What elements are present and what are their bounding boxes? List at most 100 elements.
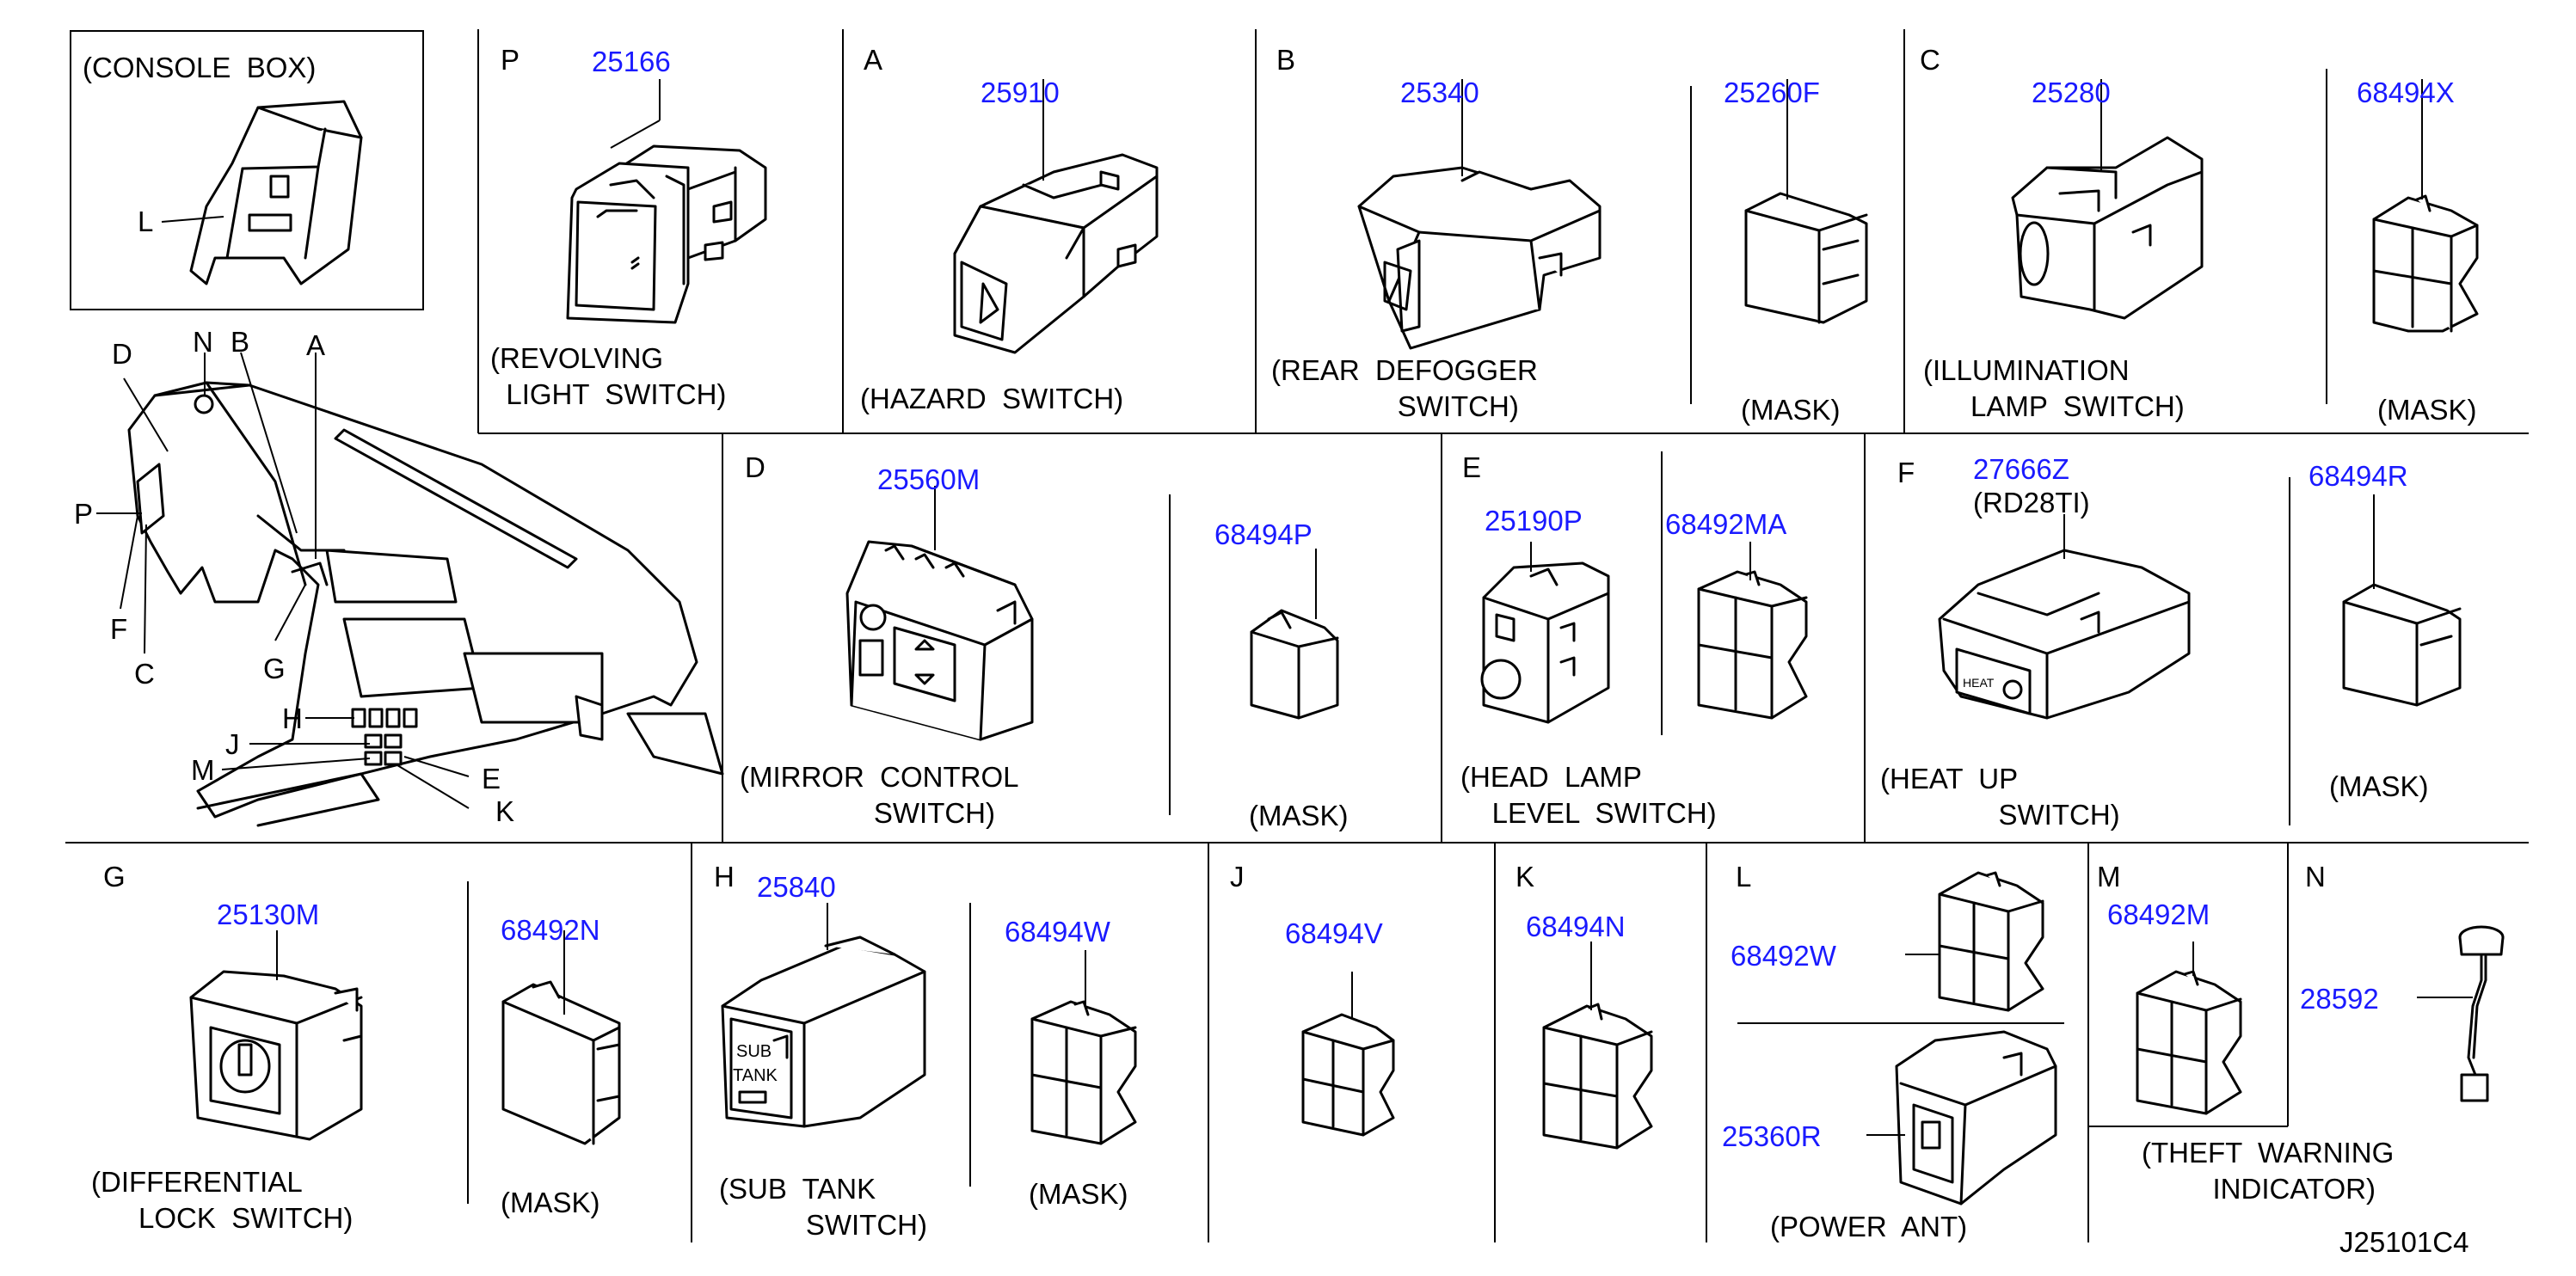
callout-L: L xyxy=(138,206,154,237)
revolving-light-switch-drawing xyxy=(566,144,767,324)
part-number-68492M: 68492M xyxy=(2107,899,2210,930)
section-letter-K: K xyxy=(1515,861,1535,893)
part-number-25280: 25280 xyxy=(2032,77,2111,108)
note-rd28ti: (RD28TI) xyxy=(1973,487,2090,518)
section-letter-P: P xyxy=(501,44,520,76)
caption-head-lamp-level-switch: (HEAD LAMP LEVEL SWITCH) xyxy=(1460,761,1717,829)
part-number-68494N: 68494N xyxy=(1526,911,1626,942)
mask-68494P-drawing xyxy=(1250,609,1339,720)
section-letter-B: B xyxy=(1276,44,1296,76)
mask-25260F-drawing xyxy=(1744,192,1868,324)
caption-mirror-control-switch: (MIRROR CONTROL SWITCH) xyxy=(740,761,1019,829)
theft-warning-indicator-drawing xyxy=(2458,925,2505,1102)
caption-heat-up-switch: (HEAT UP SWITCH) xyxy=(1880,763,2120,831)
caption-mask-68492N: (MASK) xyxy=(501,1187,600,1218)
callout-F: F xyxy=(110,613,128,645)
caption-mask-25260F: (MASK) xyxy=(1741,394,1841,426)
part-number-68492W: 68492W xyxy=(1731,940,1836,972)
mask-68492M-drawing xyxy=(2136,970,2242,1115)
part-number-68494V: 68494V xyxy=(1285,917,1383,949)
callout-E: E xyxy=(482,763,501,794)
power-ant-switch-drawing xyxy=(1895,1030,2057,1205)
differential-lock-switch-drawing xyxy=(189,970,363,1141)
callout-N: N xyxy=(193,326,213,358)
mask-68494X-drawing xyxy=(2372,194,2479,333)
caption-mask-68494X: (MASK) xyxy=(2377,394,2477,426)
caption-mask-68494P: (MASK) xyxy=(1249,800,1349,831)
section-grid xyxy=(65,29,2529,1242)
caption-sub-tank-switch: (SUB TANK SWITCH) xyxy=(719,1173,927,1241)
mirror-control-switch-drawing xyxy=(845,540,1034,741)
mask-68492MA-drawing xyxy=(1697,570,1808,720)
caption-illumination-lamp-switch: (ILLUMINATION LAMP SWITCH) xyxy=(1923,354,2185,422)
section-letter-H: H xyxy=(714,861,735,893)
console-box-drawing xyxy=(189,100,363,285)
mask-68492W-drawing xyxy=(1938,871,2044,1012)
part-number-25190P: 25190P xyxy=(1485,505,1583,537)
callout-M: M xyxy=(191,754,215,786)
console-callout-leader xyxy=(161,216,224,223)
caption-theft-warning-indicator: (THEFT WARNING INDICATOR) xyxy=(2142,1137,2395,1205)
part-number-68494P: 68494P xyxy=(1214,518,1313,550)
heat-up-switch-drawing xyxy=(1938,549,2191,720)
callout-D: D xyxy=(112,338,132,370)
part-number-68492N: 68492N xyxy=(501,914,600,946)
diagram-id: J25101C4 xyxy=(2339,1226,2469,1258)
caption-rear-defogger-switch: (REAR DEFOGGER SWITCH) xyxy=(1271,354,1538,422)
part-number-25360R: 25360R xyxy=(1722,1120,1822,1152)
section-letter-J: J xyxy=(1230,861,1245,893)
part-number-25840: 25840 xyxy=(757,871,836,903)
part-number-27666Z: 27666Z xyxy=(1973,453,2069,485)
section-letter-E: E xyxy=(1462,451,1482,483)
section-letter-C: C xyxy=(1920,44,1940,76)
part-number-68494X: 68494X xyxy=(2357,77,2455,108)
caption-mask-68494W: (MASK) xyxy=(1029,1178,1128,1210)
caption-differential-lock-switch: (DIFFERENTIAL LOCK SWITCH) xyxy=(91,1166,354,1234)
dashboard-overview-drawing xyxy=(127,381,724,827)
mask-68494R-drawing xyxy=(2342,583,2462,707)
caption-revolving-light-switch: (REVOLVING LIGHT SWITCH) xyxy=(490,342,727,410)
section-letter-M: M xyxy=(2097,861,2121,893)
section-letter-L: L xyxy=(1736,861,1752,893)
mask-68494V-drawing xyxy=(1301,1013,1395,1137)
part-number-25260F: 25260F xyxy=(1724,77,1820,108)
part-number-68492MA: 68492MA xyxy=(1665,508,1787,540)
callout-J: J xyxy=(225,728,240,760)
callout-H: H xyxy=(282,702,303,734)
sub-tank-switch-drawing xyxy=(721,936,926,1128)
callout-C: C xyxy=(134,658,155,690)
heat-up-face-label: HEAT xyxy=(1963,676,1995,690)
part-number-25166: 25166 xyxy=(592,46,671,77)
caption-mask-68494R: (MASK) xyxy=(2329,770,2429,802)
section-letter-G: G xyxy=(103,861,126,893)
callout-A: A xyxy=(306,329,326,361)
mask-68494W-drawing xyxy=(1030,1000,1137,1145)
part-number-25340: 25340 xyxy=(1400,77,1479,108)
part-number-68494W: 68494W xyxy=(1005,916,1110,948)
part-number-25560M: 25560M xyxy=(877,463,981,495)
callout-K: K xyxy=(495,795,515,827)
console-box-title: (CONSOLE BOX) xyxy=(83,52,317,83)
head-lamp-level-switch-drawing xyxy=(1480,561,1610,724)
caption-power-ant: (POWER ANT) xyxy=(1770,1211,1968,1242)
mask-68494N-drawing xyxy=(1542,1003,1653,1150)
illumination-lamp-switch-drawing xyxy=(2011,136,2204,320)
section-letter-F: F xyxy=(1897,457,1915,488)
part-number-25910: 25910 xyxy=(981,77,1060,108)
callout-G: G xyxy=(263,653,286,684)
section-letter-A: A xyxy=(864,44,883,76)
sub-tank-face-label-2: TANK xyxy=(733,1066,778,1085)
callout-P: P xyxy=(74,498,94,530)
callout-B: B xyxy=(231,326,250,358)
caption-hazard-switch: (HAZARD SWITCH) xyxy=(860,383,1124,414)
part-number-25130M: 25130M xyxy=(217,899,320,930)
part-number-28592: 28592 xyxy=(2300,983,2379,1015)
overview-leaders xyxy=(96,352,470,809)
rear-defogger-switch-drawing xyxy=(1357,166,1602,350)
mask-68492N-drawing xyxy=(501,980,621,1145)
section-letter-N: N xyxy=(2305,861,2326,893)
hazard-switch-drawing xyxy=(953,153,1159,354)
sub-tank-face-label-1: SUB xyxy=(736,1042,772,1061)
section-letter-D: D xyxy=(745,451,765,483)
